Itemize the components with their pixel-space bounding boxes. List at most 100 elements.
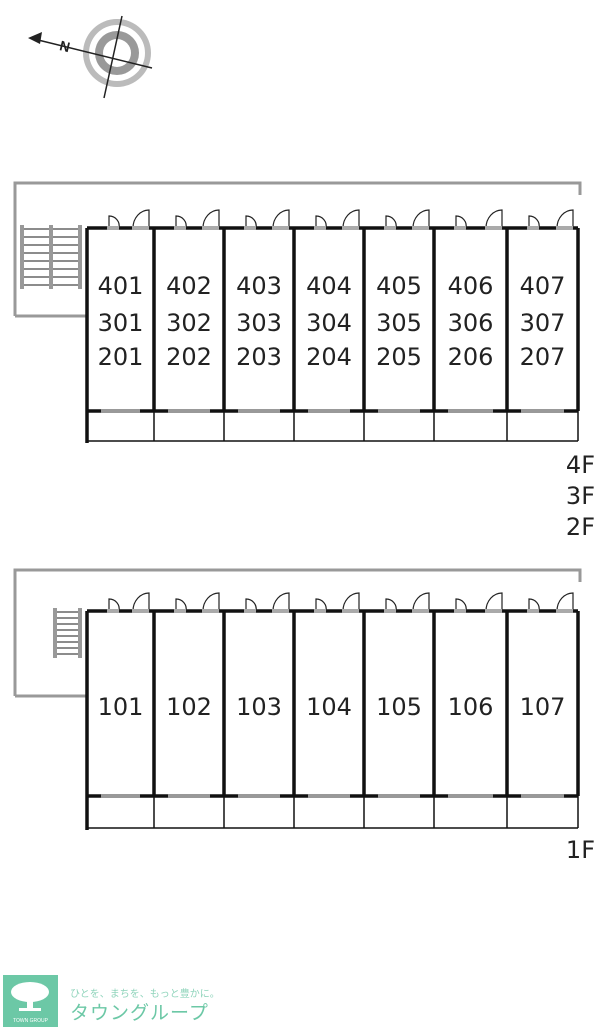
door-icon [175,215,187,229]
window-icon [168,794,210,798]
unit-101: 101 [98,592,150,798]
unit-number: 407 [520,272,566,300]
corridor-inner [18,573,576,692]
unit-number: 307 [520,309,566,337]
stair-rail [49,225,53,289]
unit-number: 303 [236,309,282,337]
logo-tagline: ひとを、まちを、もっと豊かに。 [70,989,220,1000]
stair-rail [20,225,24,289]
unit-number: 406 [448,272,494,300]
unit-number: 206 [448,343,494,371]
window-icon [168,409,210,413]
unit-number: 104 [306,693,352,721]
unit-number: 302 [166,309,212,337]
door-sill [412,609,429,613]
window-icon [238,794,280,798]
door-icon [342,209,360,229]
stair-rail [53,608,57,658]
door-icon [202,592,220,612]
window-icon [308,409,350,413]
meter-box [454,609,466,613]
meter-box [107,609,119,613]
unit-number: 207 [520,343,566,371]
unit-number: 202 [166,343,212,371]
door-sill [272,226,289,230]
window-icon [238,409,280,413]
window-icon [308,794,350,798]
door-icon [175,598,187,612]
tree-icon [11,982,49,1011]
unit-105: 105 [376,592,430,798]
door-sill [132,609,149,613]
unit-102: 102 [166,592,220,798]
floor-label: 2F [566,513,595,541]
logo-name: タウングループ [70,1003,209,1024]
unit-number: 106 [448,693,494,721]
unit-number: 401 [98,272,144,300]
window-icon [101,794,140,798]
floor-label: 3F [566,482,595,510]
door-icon [342,592,360,612]
unit-number: 203 [236,343,282,371]
door-sill [485,609,502,613]
unit-107: 107 [520,592,574,798]
door-icon [245,598,257,612]
door-icon [202,209,220,229]
door-icon [132,209,150,229]
window-icon [521,409,564,413]
door-icon [385,598,397,612]
meter-box [174,609,186,613]
unit-number: 102 [166,693,212,721]
window-icon [448,794,493,798]
door-icon [556,209,574,229]
door-sill [556,609,573,613]
floor-label: 4F [566,451,595,479]
window-icon [378,409,420,413]
meter-box [454,226,466,230]
floor-label: 1F [566,836,595,864]
door-icon [455,215,467,229]
door-sill [202,226,219,230]
window-icon [448,409,493,413]
meter-box [384,609,396,613]
window-icon [378,794,420,798]
door-icon [132,592,150,612]
unit-number: 205 [376,343,422,371]
corridor-inner [18,186,576,312]
unit-number: 404 [306,272,352,300]
door-icon [556,592,574,612]
unit-406: 406 306 206 [448,209,503,413]
door-sill [272,609,289,613]
door-icon [485,592,503,612]
window-icon [101,409,140,413]
door-icon [108,598,120,612]
unit-number: 201 [98,343,144,371]
compass-north-label: N [58,37,72,55]
unit-number: 402 [166,272,212,300]
door-icon [528,215,540,229]
door-sill [132,226,149,230]
door-icon [412,209,430,229]
meter-box [107,226,119,230]
unit-number: 405 [376,272,422,300]
unit-104: 104 [306,592,360,798]
door-icon [245,215,257,229]
door-icon [385,215,397,229]
unit-number: 204 [306,343,352,371]
door-icon [315,598,327,612]
upper-floors-block: 4013012014023022024033032034043042044053… [13,181,595,541]
unit-number: 105 [376,693,422,721]
door-icon [108,215,120,229]
unit-number: 306 [448,309,494,337]
meter-box [244,609,256,613]
door-icon [272,209,290,229]
stair-rail [78,225,82,289]
door-icon [455,598,467,612]
unit-number: 101 [98,693,144,721]
door-sill [202,609,219,613]
